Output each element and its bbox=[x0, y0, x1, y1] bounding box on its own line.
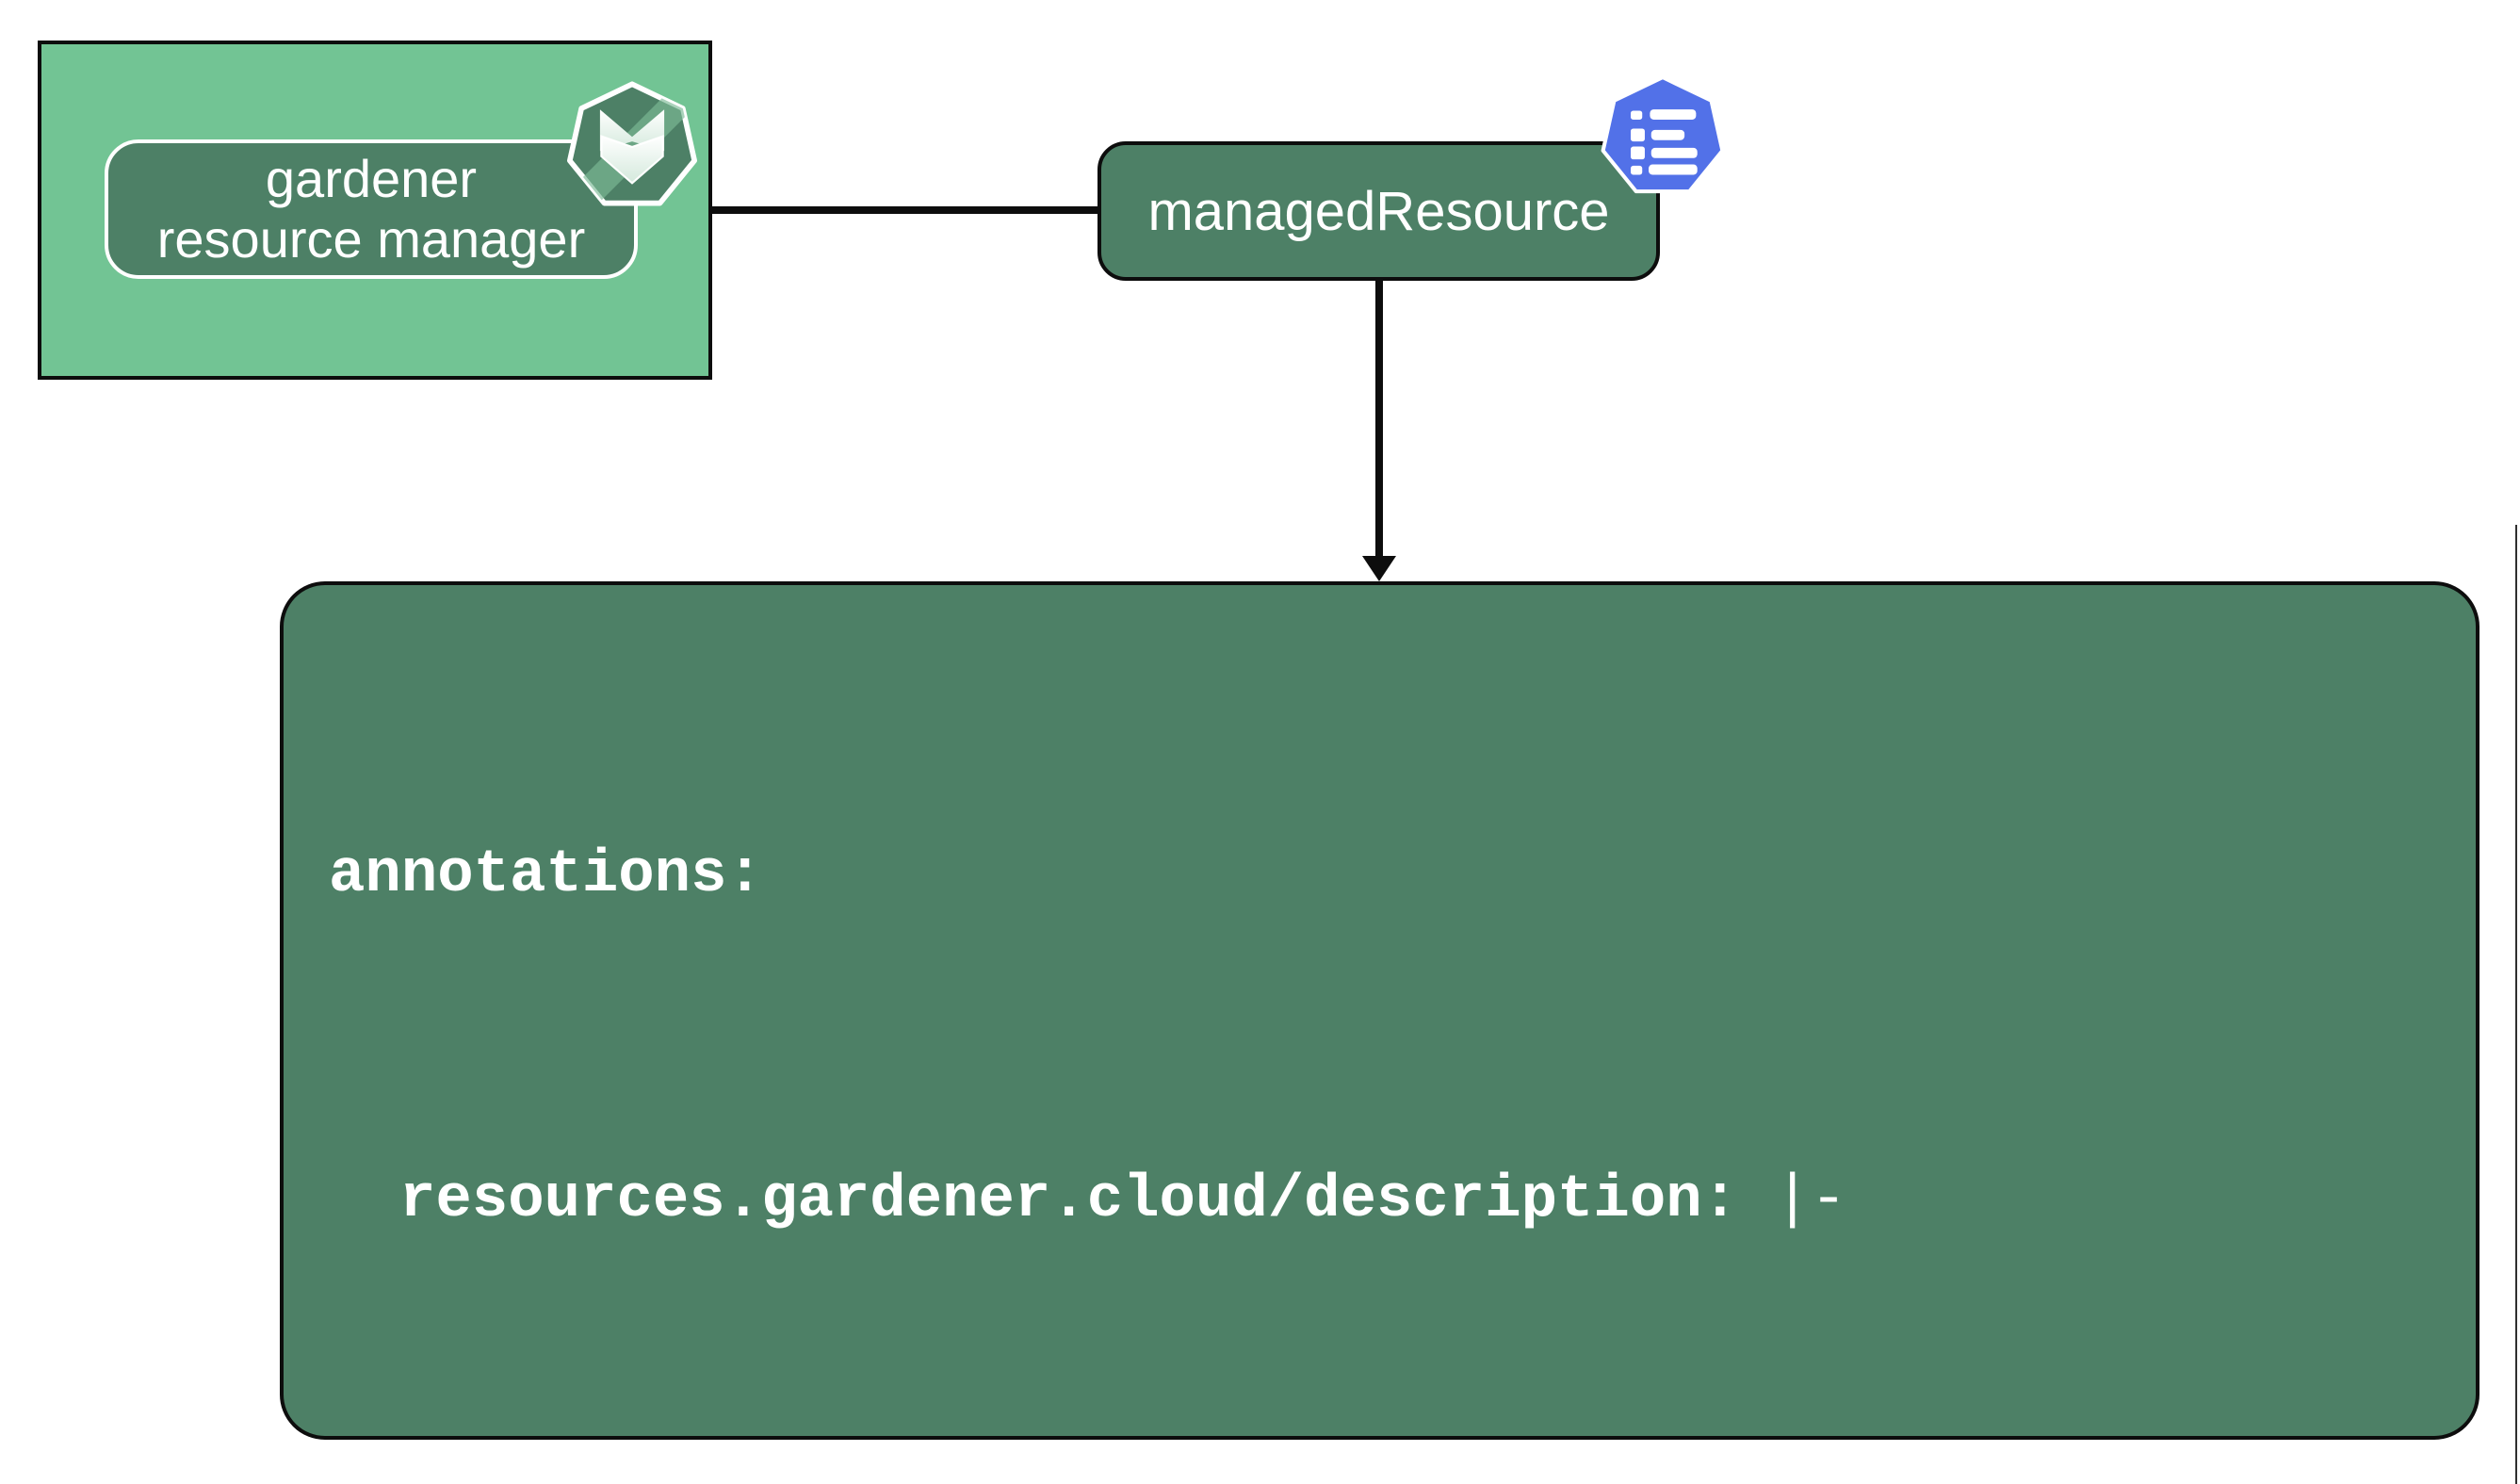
yaml-key-description: resources.gardener.cloud/description: bbox=[399, 1166, 1739, 1234]
yaml-body-line: DO NOT EDIT - This resource is managed b… bbox=[543, 1472, 2280, 1484]
gardener-resource-manager-node: gardener resource manager bbox=[105, 139, 638, 279]
kubernetes-resource-list-icon bbox=[1601, 75, 1725, 194]
gardener-tulip-glyph bbox=[599, 109, 665, 185]
connector-grm-to-managedresource bbox=[710, 206, 1099, 214]
managed-resource-node: managedResource bbox=[1097, 141, 1660, 281]
grm-label-line2: resource manager bbox=[156, 209, 586, 269]
arrowhead-down-icon bbox=[1362, 556, 1396, 581]
yaml-key-annotations: annotations: bbox=[329, 841, 763, 909]
managed-resource-label: managedResource bbox=[1147, 180, 1610, 242]
yaml-code-block: annotations: resources.gardener.cloud/de… bbox=[329, 605, 2280, 1484]
gardener-logo-icon bbox=[566, 81, 698, 206]
annotations-yaml-box: annotations: resources.gardener.cloud/de… bbox=[280, 581, 2479, 1440]
grm-label-line1: gardener bbox=[265, 149, 478, 208]
yaml-block-scalar-indicator: |- bbox=[1738, 1166, 1847, 1234]
screenshot-edge-line bbox=[2515, 525, 2517, 1484]
yaml-key-description-line: resources.gardener.cloud/description: |- bbox=[399, 1147, 2280, 1255]
connector-managedresource-to-annotations bbox=[1375, 279, 1383, 560]
list-glyph bbox=[1631, 109, 1698, 175]
